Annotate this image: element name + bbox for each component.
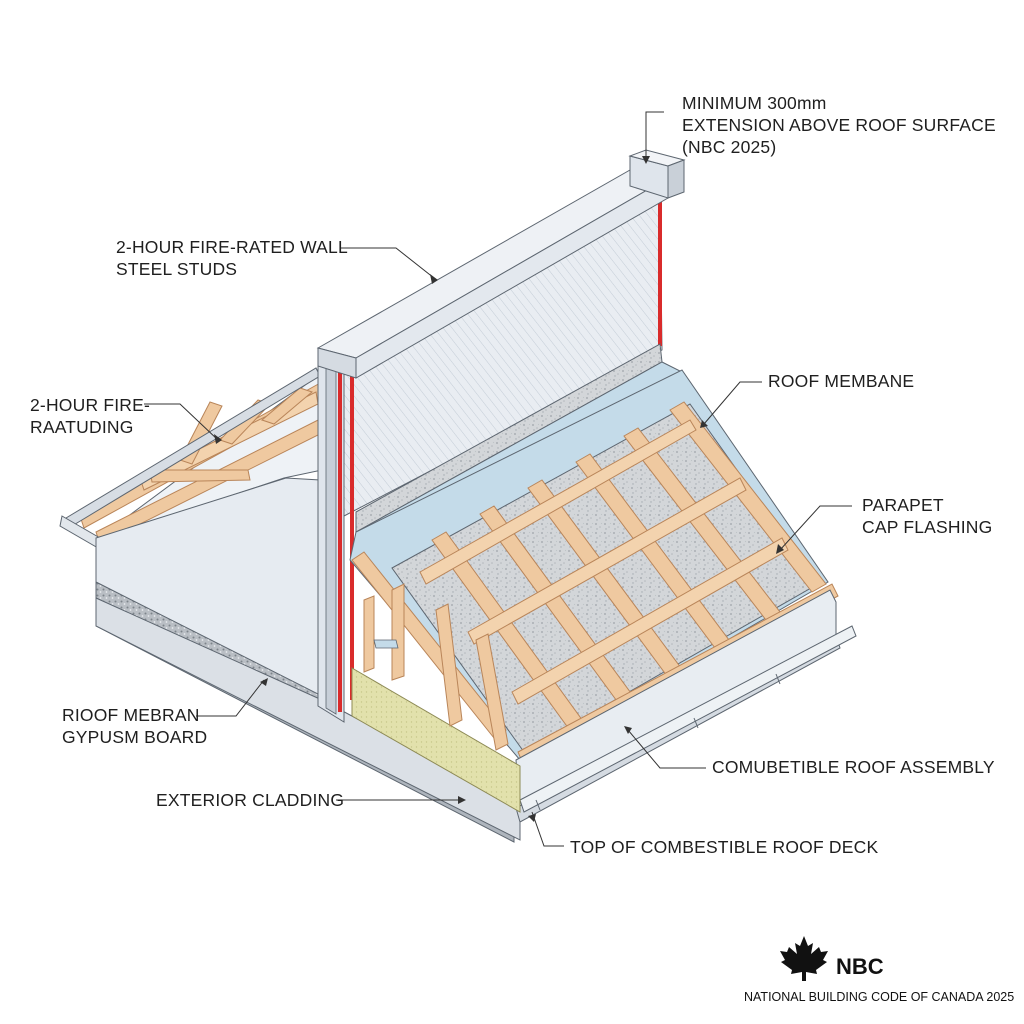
label-cap-flashing-line-1: PARAPET [862,495,944,515]
label-fire-rating-left-line-1: 2-HOUR FIRE- [30,395,151,415]
label-fire-rating-left-line-2: RAATUDING [30,417,134,437]
leader-lines [144,111,852,847]
label-roof-membrane: ROOF MEMBANE [768,370,914,392]
leader-roof-deck [531,811,564,847]
maple-leaf-icon [780,936,828,981]
label-parapet-extension-line-2: EXTENSION ABOVE ROOF SURFACE [682,115,996,135]
label-exterior-cladding: EXTERIOR CLADDING [156,789,344,811]
brand-full-name: NATIONAL BUILDING CODE OF CANADA 2025 [744,990,1015,1004]
base-slab [95,597,521,841]
label-parapet-extension-line-1: MINIMUM 300mm [682,93,827,113]
leader-parapet-extension [645,111,664,160]
brand-acronym: NBC [836,954,884,979]
leader-combustible-assembly [627,729,706,769]
wall-base-framing [351,551,521,813]
label-roof-deck: TOP OF COMBESTIBLE ROOF DECK [570,836,878,858]
label-membrane-gypsum-line-2: GYPUSM BOARD [62,727,208,747]
label-fire-rated-wall-line-2: STEEL STUDS [116,259,238,279]
label-cap-flashing: PARAPET CAP FLASHING [862,494,992,538]
left-roof-slope [59,367,325,549]
label-combustible-assembly: COMUBETIBLE ROOF ASSEMBLY [712,756,995,778]
label-roof-membrane-line-1: ROOF MEMBANE [768,371,915,391]
label-combustible-assembly-line-1: COMUBETIBLE ROOF ASSEMBLY [712,757,995,777]
label-exterior-cladding-line-1: EXTERIOR CLADDING [156,790,345,810]
label-roof-deck-line-1: TOP OF COMBESTIBLE ROOF DECK [570,837,879,857]
leader-cap-flashing [779,505,852,551]
leader-roof-membrane [703,381,762,425]
label-parapet-extension: MINIMUM 300mm EXTENSION ABOVE ROOF SURFA… [682,92,996,158]
label-fire-rating-left: 2-HOUR FIRE- RAATUDING [30,394,150,438]
label-cap-flashing-line-2: CAP FLASHING [862,517,993,537]
label-fire-rated-wall: 2-HOUR FIRE-RATED WALL STEEL STUDS [116,236,348,280]
leader-fire-rated-wall [340,247,435,279]
leader-fire-rating-left [144,403,219,441]
label-membrane-gypsum-line-1: RIOOF MEBRAN [62,705,200,725]
leader-arrowheads [214,156,784,822]
label-parapet-extension-line-3: (NBC 2025) [682,137,777,157]
roof-eave [515,589,857,823]
leader-membrane-gypsum [196,679,265,717]
label-fire-rated-wall-line-1: 2-HOUR FIRE-RATED WALL [116,237,348,257]
label-membrane-gypsum: RIOOF MEBRAN GYPUSM BOARD [62,704,207,748]
